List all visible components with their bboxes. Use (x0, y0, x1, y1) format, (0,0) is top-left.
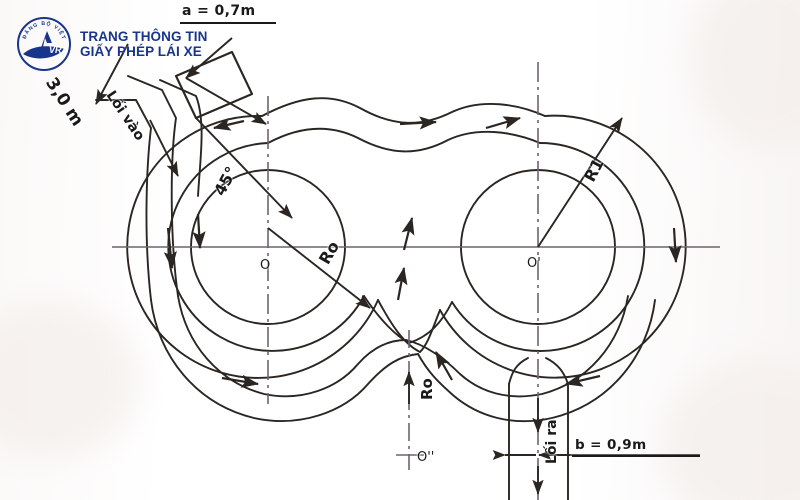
bottom-outer-sweep (150, 299, 656, 423)
flow-arrow-left-bottom (221, 374, 260, 388)
flow-arrow-top-mid (399, 116, 438, 130)
flow-arrow-waist-up (401, 216, 415, 251)
watermark-line-2: GIẤY PHÉP LÁI XE (80, 44, 202, 59)
radius-r1-leader (537, 117, 623, 248)
radius-ro-left-leader (267, 227, 371, 309)
flow-arrow-right-bottom (564, 373, 601, 387)
flow-arrow-right-outer (668, 227, 682, 264)
flow-arrow-left-top (212, 117, 245, 131)
flow-arrow-left-outer (163, 227, 177, 270)
angle-45-leader (195, 117, 293, 219)
dim-30m-leader (95, 43, 129, 105)
dim-a-arrow-upper (185, 37, 233, 79)
paper-blotch (0, 300, 140, 460)
svg-text:ĐĂNG BỘ VIỆT NAM: ĐĂNG BỘ VIỆT NAM (16, 16, 67, 43)
dim-b-underline (572, 455, 700, 457)
entrance-arrow (149, 119, 179, 177)
exit-label: Lối ra (544, 419, 560, 464)
dim-a-underline (180, 22, 276, 24)
dim-a-label: a = 0,7m (182, 3, 256, 19)
dim-b-label: b = 0,9m (575, 437, 647, 453)
flow-arrow-waist-lower (435, 351, 453, 381)
center-bottom-label: O'' (417, 450, 435, 465)
svg-text:VRA: VRA (49, 45, 68, 55)
center-left-label: O (260, 258, 271, 273)
flow-arrow-right-top (485, 116, 522, 130)
site-watermark: ĐĂNG BỘ VIỆT NAM VRA TRANG THÔNG TIN GIẤ… (13, 12, 208, 72)
exit-channel (508, 357, 569, 500)
center-right-label: O' (527, 256, 541, 271)
dimension-lines (95, 37, 700, 495)
dim-a-arrow-lower (185, 77, 267, 125)
watermark-text: TRANG THÔNG TIN GIẤY PHÉP LÁI XE (80, 29, 208, 59)
flow-arrow-waist-mid (394, 266, 408, 301)
radius-ro-bottom-label: Ro (418, 378, 436, 400)
vra-logo-icon: ĐĂNG BỘ VIỆT NAM VRA (13, 12, 72, 72)
watermark-line-1: TRANG THÔNG TIN (80, 28, 208, 44)
entry-gate-box (174, 50, 254, 120)
entrance-channel (95, 75, 203, 301)
outer-boundary (126, 97, 687, 379)
flow-arrows (163, 116, 682, 388)
flow-arrow-left-inner (192, 213, 206, 250)
